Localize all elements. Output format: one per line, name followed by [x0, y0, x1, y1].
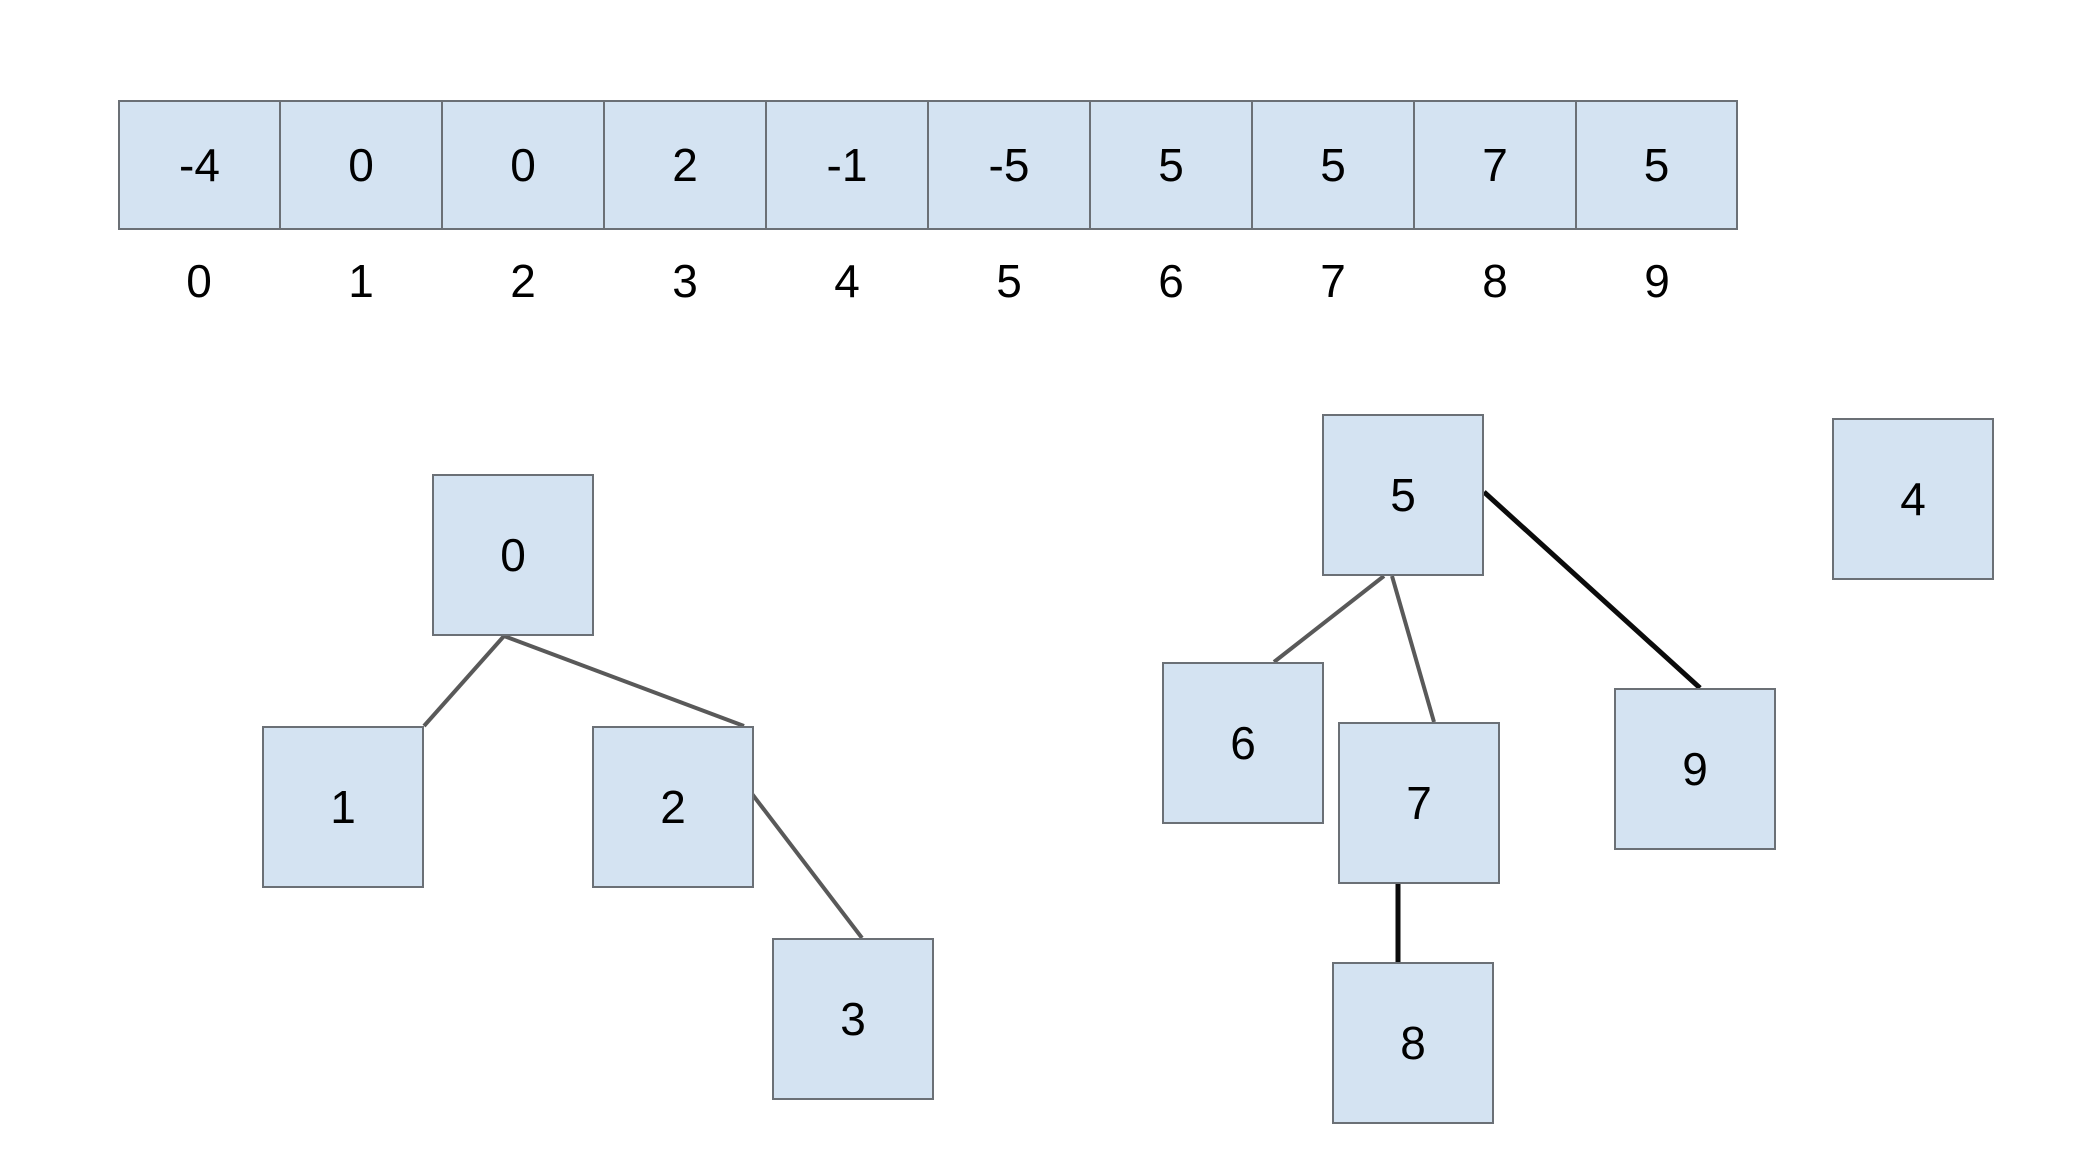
forest-node-4: 4: [1832, 418, 1994, 580]
forest-node-8: 8: [1332, 962, 1494, 1124]
array-index-label: 8: [1482, 255, 1508, 307]
array-cell: 5: [1090, 100, 1252, 230]
forest-node-7: 7: [1338, 722, 1500, 884]
array-index-label: 7: [1320, 255, 1346, 307]
forest-node-0: 0: [432, 474, 594, 636]
array-cell: -4: [118, 100, 280, 230]
array-index-label: 0: [186, 255, 212, 307]
array-cell: -5: [928, 100, 1090, 230]
forest-node-2: 2: [592, 726, 754, 888]
array-cell: 2: [604, 100, 766, 230]
forest-node-3: 3: [772, 938, 934, 1100]
array-cell: 0: [280, 100, 442, 230]
array-index-label: 5: [996, 255, 1022, 307]
forest-node-6: 6: [1162, 662, 1324, 824]
array-cell: 5: [1252, 100, 1414, 230]
array-index-label: 3: [672, 255, 698, 307]
forest-node-9: 9: [1614, 688, 1776, 850]
array-index-label: 4: [834, 255, 860, 307]
forest-node-5: 5: [1322, 414, 1484, 576]
array-index-label: 6: [1158, 255, 1184, 307]
array-cell: 7: [1414, 100, 1576, 230]
array-index-label: 1: [348, 255, 374, 307]
array-cell: 5: [1576, 100, 1738, 230]
array-cell: 0: [442, 100, 604, 230]
array-cell: -1: [766, 100, 928, 230]
array-index-label: 9: [1644, 255, 1670, 307]
forest-node-1: 1: [262, 726, 424, 888]
array-index-label: 2: [510, 255, 536, 307]
